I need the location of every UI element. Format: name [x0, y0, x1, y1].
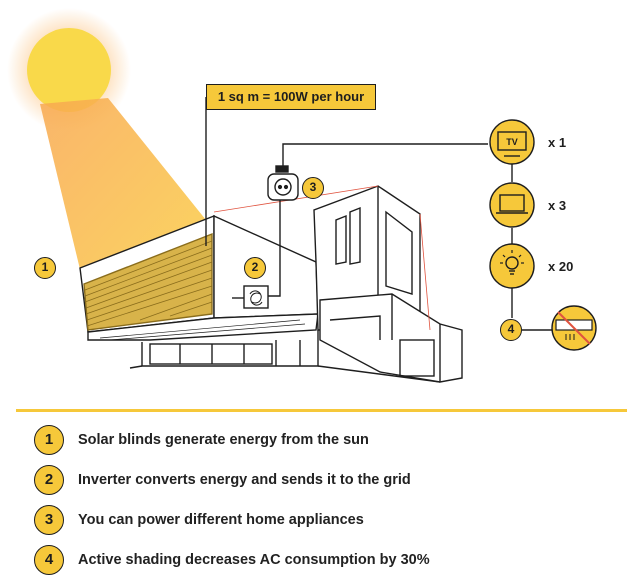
section-divider [16, 409, 627, 412]
legend-text: Active shading decreases AC consumption … [78, 552, 430, 568]
laptop-icon [489, 182, 535, 228]
legend-item-1: 1 Solar blinds generate energy from the … [34, 425, 369, 455]
scene-badge-1: 1 [34, 257, 56, 279]
legend-number: 3 [34, 505, 64, 535]
legend-text: You can power different home appliances [78, 512, 364, 528]
energy-rate-callout: 1 sq m = 100W per hour [206, 84, 376, 110]
legend-item-4: 4 Active shading decreases AC consumptio… [34, 545, 430, 575]
solar-house-illustration: TV [7, 8, 597, 383]
legend-text: Inverter converts energy and sends it to… [78, 472, 411, 488]
legend-item-3: 3 You can power different home appliance… [34, 505, 364, 535]
legend-item-2: 2 Inverter converts energy and sends it … [34, 465, 411, 495]
tv-quantity: x 1 [548, 135, 567, 150]
scene-badge-4: 4 [500, 319, 522, 341]
house-drawing [79, 185, 463, 383]
wiring [268, 143, 552, 331]
legend-text: Solar blinds generate energy from the su… [78, 432, 369, 448]
power-outlet-icon [267, 165, 299, 201]
inverter-icon [232, 285, 269, 309]
solar-blinds [83, 232, 213, 331]
scene-badge-2: 2 [244, 257, 266, 279]
scene-badge-3: 3 [302, 177, 324, 199]
light-bulb-quantity: x 20 [548, 259, 574, 274]
air-conditioner-crossed-icon [551, 305, 597, 351]
tv-icon: TV [489, 119, 535, 165]
legend-number: 4 [34, 545, 64, 575]
tv-icon-label: TV [506, 137, 518, 147]
legend-number: 2 [34, 465, 64, 495]
legend-number: 1 [34, 425, 64, 455]
laptop-quantity: x 3 [548, 198, 567, 213]
light-bulb-icon [489, 243, 535, 289]
